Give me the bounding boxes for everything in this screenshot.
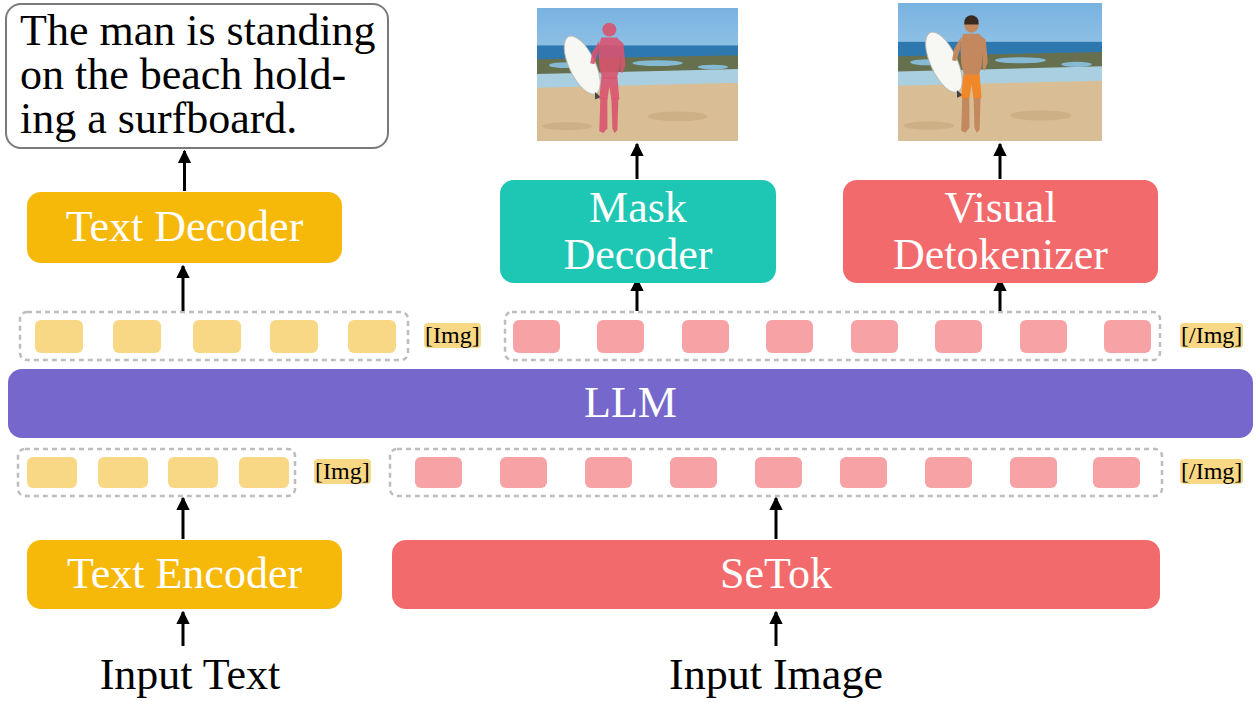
module-label: Text Encoder [67, 551, 302, 597]
output-text-box: The man is standing on the beach hold- i… [5, 3, 389, 149]
visual-detokenizer-box: Visual Detokenizer [843, 180, 1158, 283]
visual-token [925, 457, 972, 488]
hair [964, 15, 978, 24]
visual-token [1104, 320, 1151, 353]
text-token [27, 457, 77, 488]
output-text-tokens [20, 312, 408, 360]
visual-token [513, 320, 560, 353]
man-figure [952, 18, 988, 132]
visual-token [682, 320, 729, 353]
visual-token [840, 457, 887, 488]
visual-token [1010, 457, 1057, 488]
token-group-outline [18, 449, 295, 496]
visual-token [585, 457, 632, 488]
output-caption: The man is standing on the beach hold- i… [20, 9, 381, 141]
token-group-outline [505, 312, 1160, 360]
text-token [113, 320, 161, 353]
input-label: Input Text [100, 652, 281, 698]
flow-arrow [182, 266, 185, 311]
setok-box: SeTok [392, 540, 1160, 609]
beach-scene [898, 3, 1102, 141]
text-encoder-box: Text Encoder [27, 540, 342, 609]
module-label: Mask Decoder [563, 185, 712, 277]
flow-arrow [182, 498, 185, 539]
visual-token [415, 457, 462, 488]
beach-scene [537, 8, 738, 141]
mask-decoder-box: Mask Decoder [500, 180, 776, 283]
image-start-token: [Img] [314, 459, 371, 484]
text-token [98, 457, 148, 488]
visual-token [670, 457, 717, 488]
visual-token [597, 320, 644, 353]
flow-arrow [182, 612, 185, 646]
segmentation-mask [590, 23, 625, 133]
flow-arrow [775, 498, 778, 539]
reconstructed-image [898, 3, 1102, 141]
text-decoder-box: Text Decoder [27, 192, 342, 263]
input-text-tokens [18, 449, 295, 496]
text-token [348, 320, 396, 353]
image-end-token: [/Img] [1180, 459, 1243, 484]
visual-token [766, 320, 813, 353]
visual-token [851, 320, 898, 353]
text-token [168, 457, 218, 488]
flow-arrow [183, 151, 186, 191]
flow-arrow [636, 144, 639, 179]
visual-token [935, 320, 982, 353]
token-group-outline [390, 449, 1162, 496]
input-label: Input Image [669, 652, 883, 698]
token-group-outline [20, 312, 408, 360]
text-token [193, 320, 241, 353]
text-token [270, 320, 318, 353]
mask-output-image [537, 8, 738, 141]
flow-arrow [999, 144, 1002, 179]
module-label: Visual Detokenizer [893, 185, 1108, 277]
llm-band: LLM [8, 369, 1253, 438]
flow-arrow [775, 612, 778, 646]
text-token [35, 320, 83, 353]
segmentation-mask [599, 77, 619, 100]
image-end-token: [/Img] [1180, 323, 1243, 348]
input-visual-tokens [390, 449, 1162, 496]
text-token [239, 457, 289, 488]
flow-arrow [636, 279, 639, 311]
image-start-token: [Img] [424, 323, 481, 348]
shorts [961, 75, 981, 99]
visual-token [500, 457, 547, 488]
output-visual-tokens [505, 312, 1160, 360]
flow-arrow [999, 279, 1002, 311]
module-label: LLM [584, 380, 677, 426]
module-label: SeTok [720, 551, 832, 597]
visual-token [755, 457, 802, 488]
visual-token [1093, 457, 1140, 488]
visual-token [1020, 320, 1067, 353]
module-label: Text Decoder [66, 204, 304, 250]
